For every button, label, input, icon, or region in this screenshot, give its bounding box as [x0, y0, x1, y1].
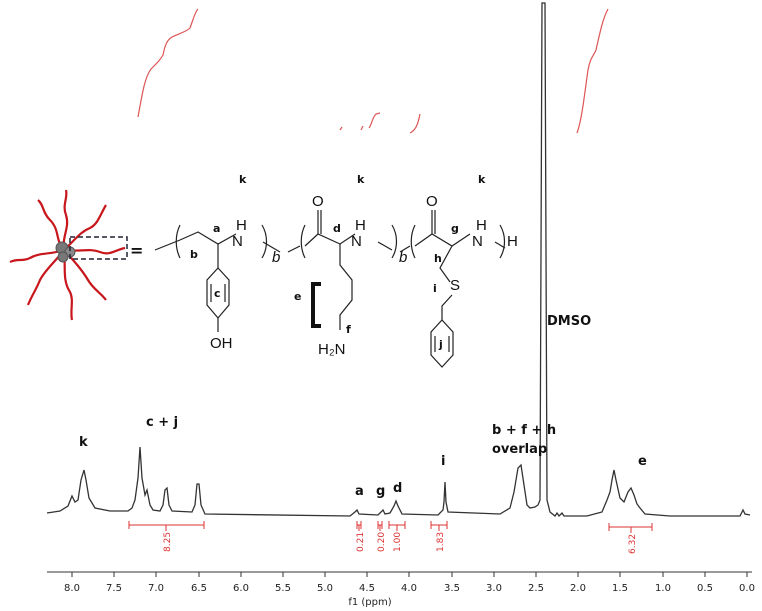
- svg-text:overlap: overlap: [492, 442, 547, 457]
- svg-text:N: N: [351, 233, 362, 250]
- svg-text:O: O: [426, 193, 438, 210]
- svg-text:b: b: [272, 249, 280, 266]
- svg-text:1.83: 1.83: [436, 532, 446, 552]
- svg-text:5.5: 5.5: [275, 583, 291, 594]
- svg-text:b: b: [399, 249, 407, 266]
- x-axis-label: f1 (ppm): [348, 597, 391, 608]
- svg-text:7.0: 7.0: [148, 583, 164, 594]
- svg-text:f: f: [346, 323, 351, 336]
- svg-text:a: a: [355, 484, 364, 499]
- integral-values: 8.25 0.21 0.20 1.00 1.83 6.32: [163, 532, 638, 554]
- svg-text:5.0: 5.0: [317, 583, 333, 594]
- svg-text:i: i: [441, 454, 445, 469]
- svg-text:N: N: [472, 233, 483, 250]
- svg-text:k: k: [478, 173, 486, 186]
- integral-brackets: [128, 521, 653, 533]
- svg-text:g: g: [451, 222, 459, 235]
- svg-text:e: e: [294, 290, 301, 303]
- svg-text:DMSO: DMSO: [547, 314, 591, 329]
- svg-text:d: d: [333, 222, 341, 235]
- svg-text:1.5: 1.5: [612, 583, 628, 594]
- svg-text:2.0: 2.0: [570, 583, 586, 594]
- x-axis: 8.0 7.5 7.0 6.5 6.0 5.5 5.0 4.5 4.0 3.5 …: [47, 571, 755, 608]
- svg-text:i: i: [433, 282, 437, 295]
- svg-text:0.5: 0.5: [697, 583, 713, 594]
- svg-text:H: H: [355, 217, 366, 234]
- svg-text:c: c: [214, 287, 221, 300]
- svg-text:a: a: [213, 222, 220, 235]
- svg-text:c + j: c + j: [146, 415, 178, 430]
- structure-labels: k H N a b c OH b O d k H N e f H₂N b O g…: [190, 173, 518, 358]
- svg-text:j: j: [438, 338, 443, 351]
- svg-text:3.0: 3.0: [486, 583, 502, 594]
- svg-text:0.20: 0.20: [377, 532, 387, 552]
- svg-text:1.00: 1.00: [393, 532, 403, 552]
- svg-text:0.0: 0.0: [739, 583, 755, 594]
- svg-text:2.5: 2.5: [528, 583, 544, 594]
- svg-text:g: g: [376, 484, 385, 499]
- svg-text:d: d: [393, 481, 402, 496]
- svg-text:0.21: 0.21: [356, 532, 366, 552]
- spectrum-trace: [46, 2, 751, 518]
- svg-text:k: k: [79, 435, 88, 450]
- star-polymer-icon: [9, 189, 126, 321]
- svg-text:H: H: [507, 233, 518, 250]
- svg-text:h: h: [434, 252, 442, 265]
- svg-text:e: e: [638, 454, 647, 469]
- equals-sign: =: [130, 241, 143, 260]
- svg-text:6.0: 6.0: [233, 583, 249, 594]
- integral-curves: [137, 8, 609, 134]
- svg-text:H: H: [236, 217, 247, 234]
- svg-text:7.5: 7.5: [106, 583, 122, 594]
- peak-labels: k c + j a g d i b + f + h overlap DMSO e: [79, 314, 647, 499]
- svg-text:k: k: [357, 173, 365, 186]
- svg-text:k: k: [239, 173, 247, 186]
- svg-text:OH: OH: [210, 335, 233, 352]
- bracket-e: [311, 282, 315, 328]
- svg-text:6.5: 6.5: [191, 583, 207, 594]
- svg-text:b + f + h: b + f + h: [492, 423, 556, 438]
- svg-text:S: S: [450, 277, 460, 294]
- svg-text:H: H: [476, 217, 487, 234]
- svg-text:H₂N: H₂N: [318, 341, 346, 358]
- svg-text:4.0: 4.0: [401, 583, 417, 594]
- svg-text:O: O: [312, 193, 324, 210]
- svg-text:N: N: [232, 233, 243, 250]
- svg-text:3.5: 3.5: [444, 583, 460, 594]
- svg-text:1.0: 1.0: [655, 583, 671, 594]
- svg-text:8.0: 8.0: [64, 583, 80, 594]
- chemical-structure: [154, 210, 506, 368]
- svg-text:4.5: 4.5: [359, 583, 375, 594]
- svg-text:8.25: 8.25: [163, 532, 173, 552]
- svg-text:6.32: 6.32: [628, 534, 638, 554]
- svg-text:b: b: [190, 248, 198, 261]
- selection-box: [69, 236, 128, 260]
